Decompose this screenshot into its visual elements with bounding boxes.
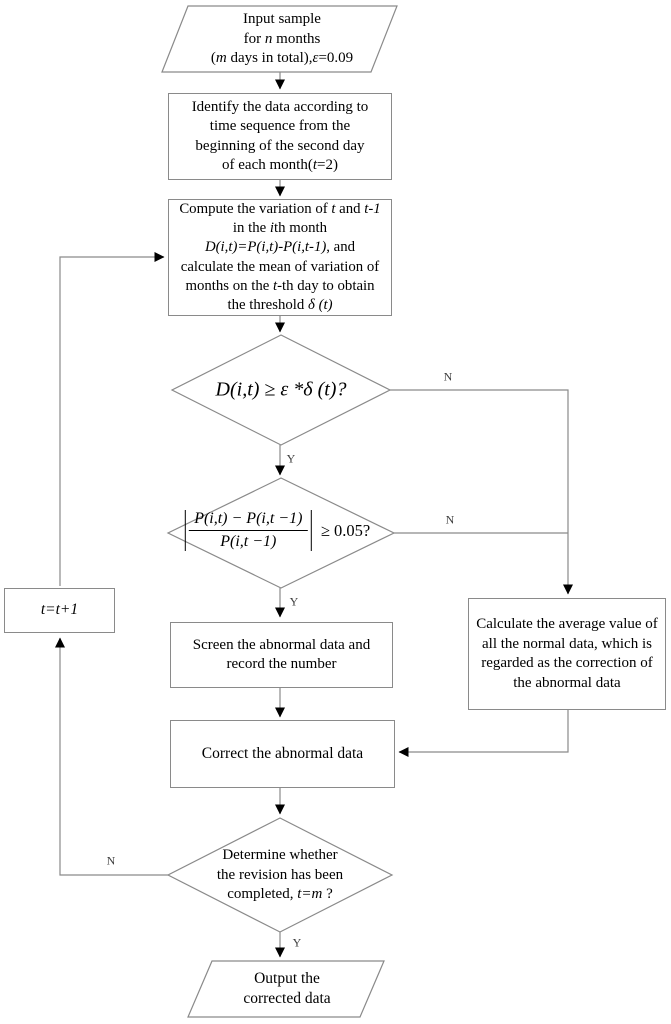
label-threshold-no: N — [443, 369, 453, 384]
label-complete-yes: Y — [292, 935, 302, 950]
abs-bar-left — [184, 510, 187, 551]
node-threshold-decision: D(i,t) ≥ ε *δ (t)? — [215, 378, 347, 401]
node-increment-t: t=t+1 — [4, 588, 115, 633]
shape-threshold-diamond — [170, 334, 392, 446]
shape-ratio-diamond — [166, 477, 396, 589]
fraction-numerator: P(i,t) − P(i,t −1) — [189, 510, 308, 531]
label-ratio-no: N — [445, 512, 455, 527]
shape-output-parallelogram — [187, 960, 385, 1018]
label-ratio-yes: Y — [289, 594, 299, 609]
edge-average-correct — [398, 710, 569, 757]
label-threshold-yes: Y — [286, 451, 296, 466]
fraction-comparison: ≥ 0.05? — [320, 520, 371, 540]
edge-complete-no — [55, 637, 168, 876]
fraction-denominator: P(i,t −1) — [220, 533, 277, 550]
node-correct-text: Correct the abnormal data — [201, 744, 364, 762]
node-ratio-decision: P(i,t) − P(i,t −1) P(i,t −1) ≥ 0.05? — [182, 510, 370, 556]
node-increment-text: t=t+1 — [40, 601, 79, 619]
abs-bar-right — [310, 510, 312, 551]
shape-input-parallelogram — [161, 5, 398, 73]
edge-increment-compute — [59, 252, 165, 586]
label-complete-no: N — [106, 853, 116, 868]
fraction: P(i,t) − P(i,t −1) P(i,t −1) — [189, 510, 308, 551]
shape-complete-diamond — [166, 817, 394, 933]
edge-threshold-no — [390, 389, 573, 595]
node-correct-abnormal: Correct the abnormal data — [170, 720, 395, 788]
